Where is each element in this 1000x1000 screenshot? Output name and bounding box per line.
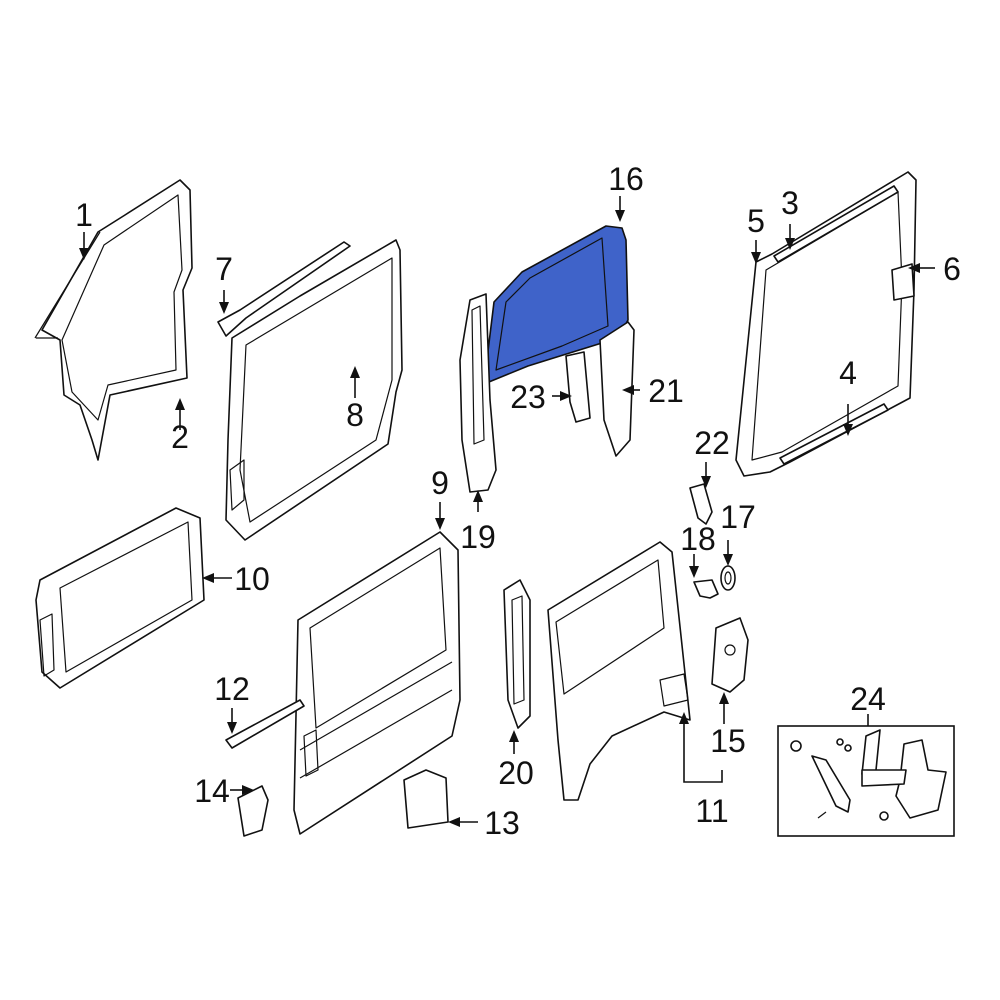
callout-18: 18 bbox=[680, 521, 716, 557]
callout-8: 8 bbox=[346, 397, 364, 433]
callout-21: 21 bbox=[648, 373, 684, 409]
part-15-lamp-housing[interactable] bbox=[711, 617, 749, 693]
callout-23: 23 bbox=[510, 379, 546, 415]
part-22-clip[interactable] bbox=[689, 483, 713, 525]
callout-16: 16 bbox=[608, 161, 644, 197]
part-sliding-door-panel[interactable] bbox=[293, 531, 461, 835]
part-lower-bracket[interactable] bbox=[237, 785, 269, 837]
callout-5: 5 bbox=[747, 203, 765, 239]
callout-15: 15 bbox=[710, 723, 746, 759]
callout-7: 7 bbox=[215, 251, 233, 287]
callout-9: 9 bbox=[431, 465, 449, 501]
part-rear-side-panel[interactable] bbox=[35, 507, 205, 689]
part-b-pillar[interactable] bbox=[459, 293, 497, 493]
callout-6: 6 bbox=[943, 251, 961, 287]
callout-1: 1 bbox=[75, 197, 93, 233]
callout-labels: 1 2 3 4 5 6 7 8 9 10 11 12 13 14 15 16 1… bbox=[75, 161, 961, 841]
callout-12: 12 bbox=[214, 671, 250, 707]
callout-4: 4 bbox=[839, 355, 857, 391]
callout-13: 13 bbox=[484, 805, 520, 841]
part-17-grommet[interactable] bbox=[720, 565, 736, 591]
part-rear-quarter-panel[interactable] bbox=[547, 541, 691, 801]
part-box-panel[interactable] bbox=[403, 769, 449, 829]
callout-22: 22 bbox=[694, 425, 730, 461]
callout-10: 10 bbox=[234, 561, 270, 597]
kit-box bbox=[777, 725, 955, 837]
callout-20: 20 bbox=[498, 755, 534, 791]
part-side-opening-frame[interactable] bbox=[225, 239, 403, 541]
callout-17: 17 bbox=[720, 499, 756, 535]
part-front-door-frame[interactable] bbox=[34, 179, 193, 461]
callout-24: 24 bbox=[850, 681, 886, 717]
part-weatherstrip-top[interactable] bbox=[773, 185, 899, 263]
part-16-highlighted-panel[interactable] bbox=[483, 225, 629, 385]
part-lower-pillar-reinforcement[interactable] bbox=[503, 579, 531, 729]
part-center-bracket[interactable] bbox=[565, 351, 591, 423]
part-24-kit[interactable] bbox=[790, 729, 947, 821]
callout-14: 14 bbox=[194, 773, 230, 809]
part-roof-rail-strip[interactable] bbox=[217, 241, 351, 337]
part-sill-rail[interactable] bbox=[225, 699, 305, 749]
part-18-striker[interactable] bbox=[693, 579, 719, 599]
part-weatherstrip-rear[interactable] bbox=[891, 263, 915, 301]
part-inner-reinforcement[interactable] bbox=[599, 321, 635, 457]
callout-11: 11 bbox=[695, 793, 728, 829]
callout-19: 19 bbox=[460, 519, 496, 555]
leader-lines bbox=[79, 196, 935, 827]
callout-2: 2 bbox=[171, 419, 189, 455]
callout-3: 3 bbox=[781, 185, 799, 221]
part-weatherstrip-bottom[interactable] bbox=[779, 403, 889, 465]
